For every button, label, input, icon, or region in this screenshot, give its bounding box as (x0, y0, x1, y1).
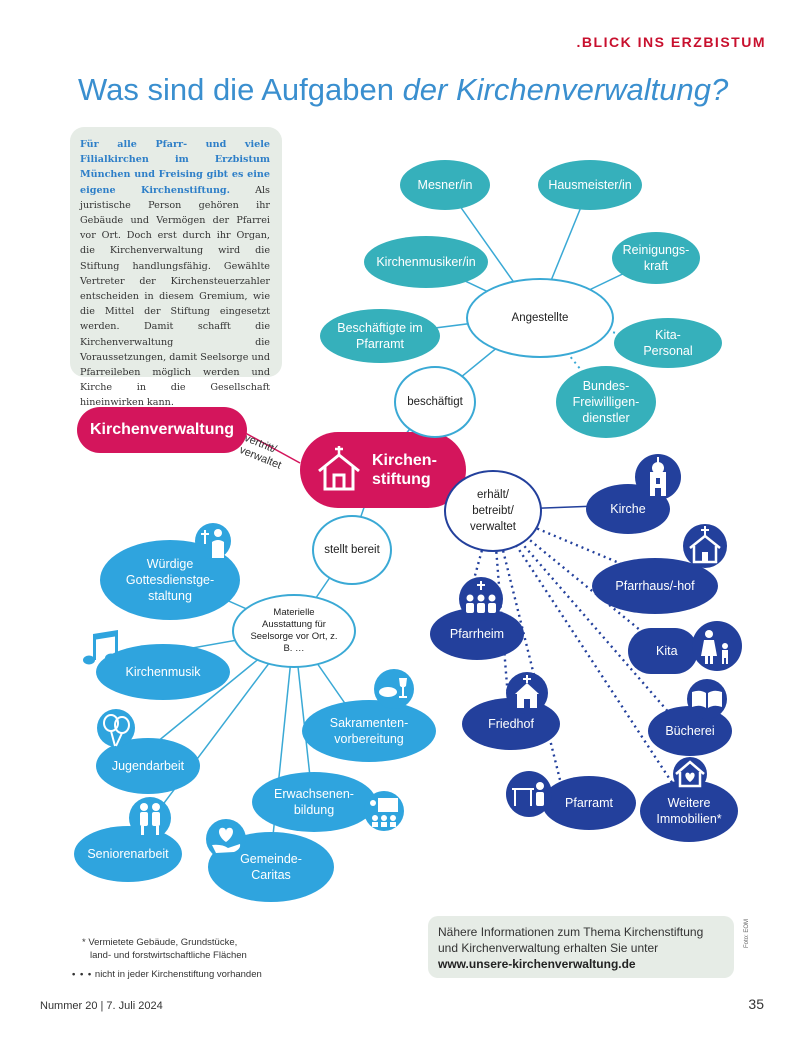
provision-label: Gemeinde- Caritas (240, 852, 302, 882)
staff-label: Reinigungs- kraft (622, 243, 690, 273)
staff-pfarramt: Beschäftigte im Pfarramt (320, 309, 440, 363)
property-label: Weitere Immobilien* (656, 796, 722, 826)
provision-label: Kirchenmusik (125, 665, 201, 679)
property-kita: Kita (628, 628, 698, 674)
title-part-1: Was sind die Aufgaben (78, 72, 403, 107)
intro-text: Als juristische Person gehören ihr Gebäu… (80, 184, 270, 409)
staff-reinigungskraft: Reinigungs- kraft (612, 232, 700, 284)
hub-angestellte: Angestellte (466, 278, 614, 358)
provision-seniorenarbeit: Seniorenarbeit (74, 826, 182, 882)
staff-bundesfreiwilligendienstler: Bundes- Freiwilligen- dienstler (556, 366, 656, 438)
footnote-3: • • • nicht in jeder Kirchenstiftung vor… (72, 968, 262, 981)
kirchenstiftung-label: Kirchen-stiftung (372, 451, 437, 489)
seniors-icon (128, 796, 172, 845)
property-pfarramt: Pfarramt (542, 776, 636, 830)
photo-credit: Foto: EOM (744, 918, 750, 948)
provision-jugendarbeit: Jugendarbeit (96, 738, 200, 794)
property-label: Pfarrheim (449, 627, 505, 641)
provision-erwachsenenbildung: Erwachsenen- bildung (252, 772, 376, 832)
kirchenstiftung-node: Kirchen-stiftung (300, 432, 466, 508)
dotted-marker-icon: • • • (72, 969, 93, 980)
chapel-icon (504, 670, 550, 721)
property-label: Pfarramt (565, 796, 613, 810)
office-icon (504, 770, 554, 823)
hub-materielle-label: Materielle Ausstattung für Seelsorge vor… (250, 607, 338, 654)
staff-label: Mesner/in (417, 178, 473, 192)
staff-label: Kirchenmusiker/in (376, 255, 476, 269)
provision-label: Erwachsenen- bildung (274, 787, 354, 817)
provision-label: Jugendarbeit (111, 759, 185, 773)
property-label: Friedhof (488, 717, 534, 731)
provision-label: Seniorenarbeit (87, 847, 169, 861)
community-icon (456, 576, 506, 627)
staff-label: Kita- Personal (643, 328, 693, 358)
staff-label: Bundes- Freiwilligen- dienstler (572, 379, 640, 425)
staff-label: Beschäftigte im Pfarramt (337, 321, 423, 351)
footnote-1: * Vermietete Gebäude, Grundstücke, (82, 937, 238, 948)
house-heart-icon (670, 756, 710, 797)
provision-label: Würdige Gottesdienstge- staltung (125, 557, 215, 603)
footnote-3-text: nicht in jeder Kirchenstiftung vorhanden (94, 969, 262, 980)
intro-highlight: Für alle Pfarr- und viele Filialkirchen … (80, 139, 270, 196)
staff-kirchenmusiker: Kirchenmusiker/in (364, 236, 488, 288)
footnote-2: land- und forstwirtschaftliche Flächen (90, 950, 247, 961)
property-label: Bücherei (665, 724, 715, 738)
bread-wine-icon (372, 668, 416, 715)
presentation-icon (362, 790, 406, 837)
hub-stellt-bereit: stellt bereit (312, 515, 392, 585)
property-label: Kita (656, 644, 678, 658)
staff-mesner: Mesner/in (400, 160, 490, 210)
music-notes-icon (80, 628, 124, 673)
provision-label: Sakramenten- vorbereitung (329, 716, 409, 746)
hub-angestellte-label: Angestellte (511, 312, 569, 324)
property-friedhof: Friedhof (462, 698, 560, 750)
family-icon (686, 620, 748, 677)
kirchenverwaltung-node: Kirchenverwaltung (77, 407, 247, 453)
heart-hand-icon (204, 818, 248, 865)
title-part-2: der Kirchenverwaltung? (402, 72, 729, 107)
property-label: Kirche (610, 502, 646, 516)
info-url-link[interactable]: www.unsere-kirchenverwaltung.de (438, 957, 636, 971)
church-house-icon (318, 446, 360, 491)
balloons-icon (96, 708, 136, 759)
section-kicker: .BLICK INS ERZBISTUM (576, 34, 766, 50)
staff-label: Hausmeister/in (548, 178, 632, 192)
church-tower-icon (634, 452, 682, 507)
info-text: Nähere Informationen zum Thema Kirchenst… (438, 925, 704, 955)
intro-box: Für alle Pfarr- und viele Filialkirchen … (70, 127, 282, 408)
provision-kirchenmusik: Kirchenmusik (96, 644, 230, 700)
kirchenstiftung-label-2: stiftung (372, 471, 431, 488)
hub-erhaelt: erhält/ betreibt/ verwaltet (444, 470, 542, 552)
staff-hausmeister: Hausmeister/in (538, 160, 642, 210)
info-box: Nähere Informationen zum Thema Kirchenst… (428, 916, 734, 978)
hub-materielle-ausstattung: Materielle Ausstattung für Seelsorge vor… (232, 594, 356, 668)
staff-kita-personal: Kita- Personal (614, 318, 722, 368)
page-title: Was sind die Aufgaben der Kirchenverwalt… (78, 72, 728, 108)
footnotes: * Vermietete Gebäude, Grundstücke, land-… (72, 936, 262, 981)
hub-beschaeftigt-label: beschäftigt (407, 396, 463, 408)
hub-stellt-bereit-label: stellt bereit (324, 544, 380, 556)
provision-sakramente: Sakramenten- vorbereitung (302, 700, 436, 762)
hub-erhaelt-label: erhält/ betreibt/ verwaltet (469, 489, 517, 533)
kirchenstiftung-label-1: Kirchen- (372, 452, 437, 469)
book-icon (684, 678, 730, 725)
issue-info: Nummer 20 | 7. Juli 2024 (40, 1000, 163, 1012)
property-label: Pfarrhaus/-hof (615, 579, 695, 593)
page-number: 35 (748, 996, 764, 1012)
house-cross-icon (682, 522, 728, 575)
priest-icon (194, 520, 232, 567)
property-pfarrhaus: Pfarrhaus/-hof (592, 558, 718, 614)
hub-beschaeftigt: beschäftigt (394, 366, 476, 438)
kirchenverwaltung-label: Kirchenverwaltung (89, 421, 235, 438)
